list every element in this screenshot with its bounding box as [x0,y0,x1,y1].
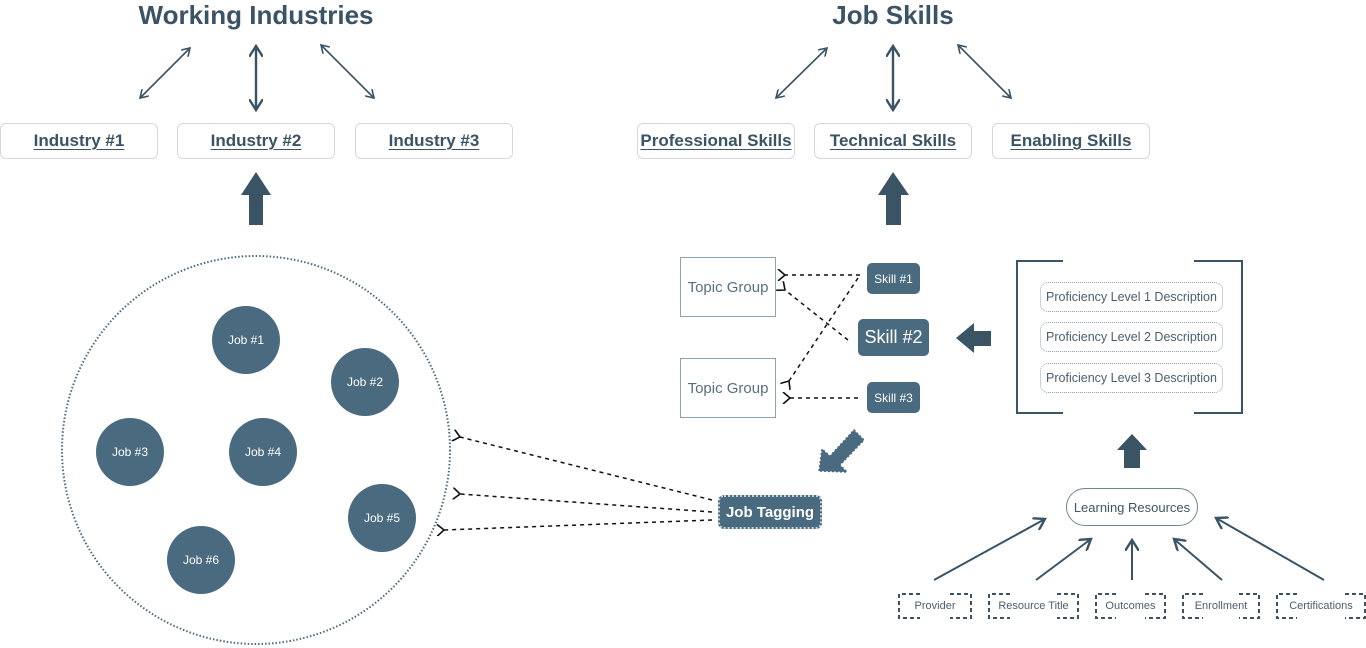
tagging-line-2 [460,494,713,513]
job-node[interactable]: Job #5 [348,484,416,552]
jobs-container-circle [61,255,451,645]
job-node[interactable]: Job #1 [212,306,280,374]
topic-group-1[interactable]: Topic Group [680,257,776,317]
industry-box-2[interactable]: Industry #2 [177,123,335,159]
attr-box-provider [898,593,972,619]
double-arrow-enabling [958,45,1011,98]
skill-category-technical[interactable]: Technical Skills [814,123,972,159]
skill-category-enabling[interactable]: Enabling Skills [992,123,1150,159]
topic-group-2[interactable]: Topic Group [680,358,776,418]
arrow-certifications [1216,518,1325,581]
attribute-outcomes[interactable]: Outcomes [1105,600,1156,612]
job-tagging-node[interactable]: Job Tagging [718,495,822,529]
tagging-line-3 [444,519,713,530]
job-skills-title: Job Skills [832,0,954,30]
working-industries-title: Working Industries [138,0,374,30]
industry-label: Industry #3 [388,131,480,150]
proficiency-level-1[interactable]: Proficiency Level 1 Description [1040,282,1223,312]
skill-node-3[interactable]: Skill #3 [867,382,920,413]
bracket-left [1016,260,1063,414]
attribute-resource-title[interactable]: Resource Title [998,600,1069,612]
arrow-provider [933,519,1045,581]
skill-category-professional[interactable]: Professional Skills [637,123,795,159]
job-node[interactable]: Job #6 [167,526,235,594]
industry-label: Industry #2 [210,131,302,150]
block-arrow-up-learning [1117,434,1147,468]
attr-box-outcomes [1095,593,1166,619]
skill1-to-topic2 [789,277,859,381]
double-arrow-industry-3 [321,45,374,98]
tagging-line-1 [460,437,713,501]
attr-box-enrollment [1182,593,1260,619]
double-arrow-industry-1 [140,48,190,98]
industry-label: Industry #1 [33,131,125,150]
block-arrow-left-proficiency [956,323,991,353]
block-arrow-up-skills [878,172,909,225]
attr-box-certifications [1276,593,1366,619]
skill-category-label: Professional Skills [640,131,792,150]
attr-box-resource-title [988,593,1079,619]
block-arrow-down-left-tagging [818,428,866,473]
attribute-enrollment[interactable]: Enrollment [1194,600,1248,612]
skill-node-2[interactable]: Skill #2 [858,319,929,356]
job-node[interactable]: Job #2 [331,348,399,416]
skill-node-1[interactable]: Skill #1 [867,263,920,294]
attribute-provider[interactable]: Provider [914,600,956,612]
job-node[interactable]: Job #4 [229,418,297,486]
block-arrow-up-industries [241,172,271,225]
arrow-resource-title [1035,539,1091,581]
skill2-to-topic1 [785,290,849,341]
proficiency-level-3[interactable]: Proficiency Level 3 Description [1040,363,1223,393]
skill-category-label: Technical Skills [829,131,957,150]
proficiency-level-2[interactable]: Proficiency Level 2 Description [1040,322,1223,352]
attribute-certifications[interactable]: Certifications [1289,600,1353,612]
arrow-enrollment [1174,539,1223,581]
industry-box-3[interactable]: Industry #3 [355,123,513,159]
skill-category-label: Enabling Skills [1010,131,1132,150]
job-node[interactable]: Job #3 [96,418,164,486]
learning-resources-node[interactable]: Learning Resources [1066,488,1198,526]
industry-box-1[interactable]: Industry #1 [0,123,158,159]
bracket-right [1194,260,1243,414]
double-arrow-professional [776,48,827,98]
